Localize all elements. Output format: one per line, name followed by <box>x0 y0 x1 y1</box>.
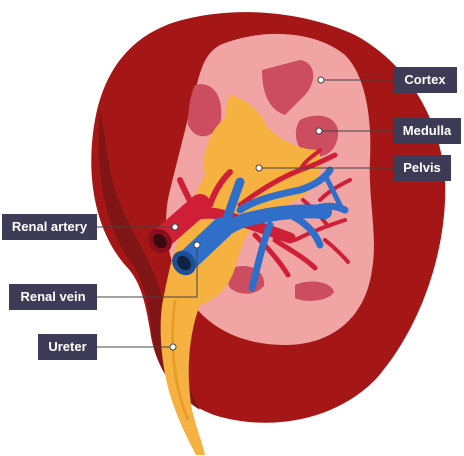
leader-dots <box>169 76 325 351</box>
pelvis-dot <box>255 164 263 172</box>
renal-vein-dot <box>193 241 201 249</box>
renal-vein-leader-line <box>97 245 198 298</box>
cortex-dot <box>317 76 325 84</box>
medulla-pyramid <box>295 281 334 301</box>
ureter-dot <box>169 343 177 351</box>
medulla-dot <box>315 127 323 135</box>
medulla-pyramid <box>295 115 339 157</box>
renal-vein <box>172 217 233 276</box>
pelvis-label: Pelvis <box>393 155 451 181</box>
renal-artery-label: Renal artery <box>2 214 97 240</box>
ureter-label: Ureter <box>38 334 97 360</box>
cortex-label: Cortex <box>393 67 457 93</box>
renal-artery <box>148 194 211 254</box>
renal-artery-dot <box>171 223 179 231</box>
medulla-label: Medulla <box>393 118 461 144</box>
renal-vein-label: Renal vein <box>9 284 97 310</box>
ureter-highlight <box>171 299 190 421</box>
medulla-pyramid <box>188 84 222 137</box>
leader-lines <box>97 79 393 348</box>
renal-pelvis-and-ureter <box>160 95 321 455</box>
medulla-pyramid <box>262 60 314 115</box>
